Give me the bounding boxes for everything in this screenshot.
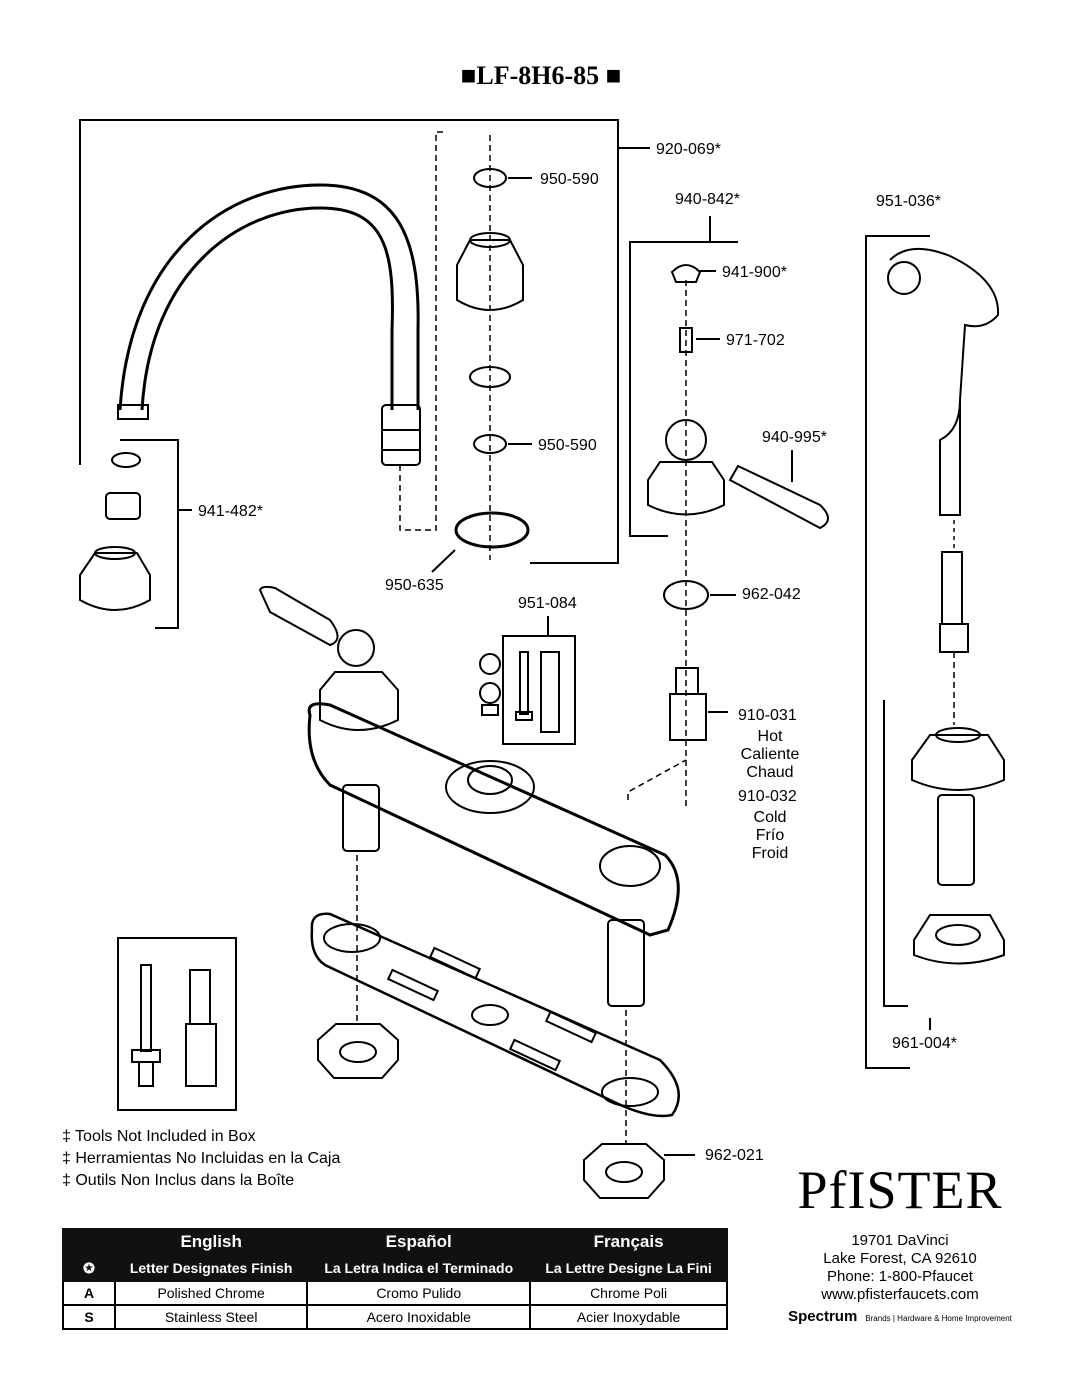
- spectrum-name: Spectrum: [788, 1308, 858, 1325]
- address-website[interactable]: www.pfisterfaucets.com: [821, 1286, 979, 1303]
- deck-gasket: [310, 855, 680, 1145]
- finish-spanish: Acero Inoxidable: [306, 1304, 532, 1330]
- label-910-032: 910-032: [738, 788, 797, 805]
- label-950-590-lower: 950-590: [538, 437, 597, 454]
- note-tools-es: ‡ Herramientas No Incluidas en la Caja: [62, 1150, 341, 1167]
- finish-english: Polished Chrome: [113, 1280, 309, 1306]
- label-940-995: 940-995*: [762, 429, 827, 446]
- finish-code: A: [62, 1280, 116, 1306]
- spout-seal-stack: [454, 135, 532, 560]
- faucet-body: [258, 585, 687, 1007]
- label-951-036: 951-036*: [876, 193, 941, 210]
- label-hot-fr: Chaud: [746, 764, 793, 781]
- model-title: ■LF-8H6-85 ■: [461, 61, 622, 90]
- label-941-482: 941-482*: [198, 503, 263, 520]
- label-950-590-top: 950-590: [540, 171, 599, 188]
- label-962-042: 962-042: [742, 586, 801, 603]
- label-962-021: 962-021: [705, 1147, 764, 1164]
- finish-french: Acier Inoxydable: [529, 1304, 728, 1330]
- spectrum-logo: Spectrum Brands | Hardware & Home Improve…: [780, 1308, 1020, 1325]
- address-city: Lake Forest, CA 92610: [823, 1250, 977, 1267]
- legend-sub-french: La Lettre Designe La Fini: [529, 1254, 728, 1282]
- mounting-nuts: [317, 1023, 695, 1199]
- finish-code: S: [62, 1304, 116, 1330]
- legend-header-english: English: [113, 1228, 309, 1256]
- spout: [117, 131, 445, 531]
- brand-block: PfISTER 19701 DaVinci Lake Forest, CA 92…: [780, 1160, 1020, 1325]
- label-hot-es: Caliente: [741, 746, 800, 763]
- table-row: A Polished Chrome Cromo Pulido Chrome Po…: [62, 1280, 728, 1306]
- label-cold-en: Cold: [754, 809, 787, 826]
- label-920-069: 920-069*: [656, 141, 721, 158]
- finish-french: Chrome Poli: [529, 1280, 728, 1306]
- tools-detail-box: [117, 937, 237, 1111]
- legend-sub-spanish: La Letra Indica el Terminado: [306, 1254, 532, 1282]
- finish-english: Stainless Steel: [113, 1304, 309, 1330]
- legend-header-french: Français: [529, 1228, 728, 1256]
- side-spray-group: [865, 235, 1005, 1069]
- handle-group-bracket: [629, 216, 829, 810]
- legend-header-spanish: Español: [306, 1228, 532, 1256]
- legend-subheader-row: ✪ Letter Designates Finish La Letra Indi…: [62, 1254, 728, 1282]
- label-940-842: 940-842*: [675, 191, 740, 208]
- address-phone: Phone: 1-800-Pfaucet: [827, 1268, 973, 1285]
- label-941-900: 941-900*: [722, 264, 787, 281]
- address-street: 19701 DaVinci: [851, 1232, 949, 1249]
- legend-header-row: English Español Français: [62, 1228, 728, 1256]
- tools-box-951-084: [479, 616, 576, 745]
- note-tools-en: ‡ Tools Not Included in Box: [62, 1128, 256, 1145]
- label-cold-fr: Froid: [752, 845, 788, 862]
- note-tools-fr: ‡ Outils Non Inclus dans la Boîte: [62, 1172, 295, 1189]
- spectrum-tagline: Brands | Hardware & Home Improvement: [865, 1314, 1012, 1323]
- label-951-084: 951-084: [518, 595, 577, 612]
- finish-spanish: Cromo Pulido: [306, 1280, 532, 1306]
- label-hot-en: Hot: [758, 728, 783, 745]
- label-cold-es: Frío: [756, 827, 785, 844]
- label-961-004: 961-004*: [892, 1035, 957, 1052]
- bracket-920-069: [79, 119, 650, 564]
- aerator-group: [79, 439, 192, 629]
- legend-sub-english: Letter Designates Finish: [113, 1254, 309, 1282]
- pfister-logo: PfISTER: [797, 1160, 1003, 1220]
- label-950-635: 950-635: [385, 577, 444, 594]
- finish-legend-table: English Español Français ✪ Letter Design…: [62, 1228, 728, 1330]
- legend-symbol: ✪: [62, 1254, 116, 1282]
- table-row: S Stainless Steel Acero Inoxidable Acier…: [62, 1304, 728, 1330]
- company-address: 19701 DaVinci Lake Forest, CA 92610 Phon…: [780, 1232, 1020, 1304]
- label-971-702: 971-702: [726, 332, 785, 349]
- label-910-031: 910-031: [738, 707, 797, 724]
